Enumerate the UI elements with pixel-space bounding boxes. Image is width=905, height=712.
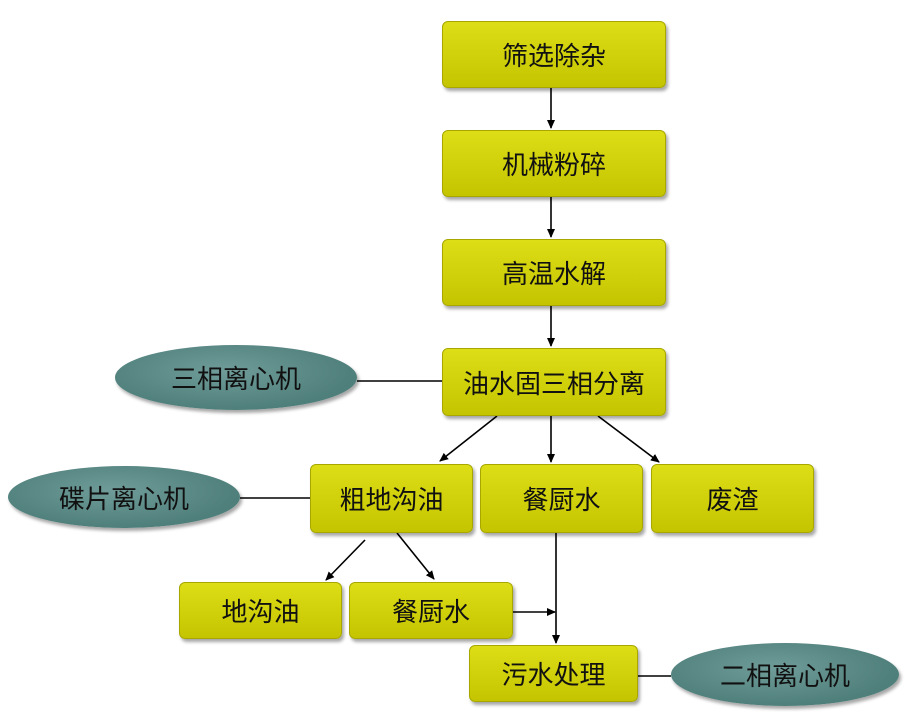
output-kitchen-water: 餐厨水 — [480, 464, 643, 533]
step-three-phase-separation: 油水固三相分离 — [442, 348, 666, 416]
arrow-separation-to-crude-oil — [439, 415, 498, 462]
arrow-crude-to-gutter-oil — [325, 539, 366, 581]
equipment-three-phase-centrifuge: 三相离心机 — [115, 345, 357, 410]
output-crude-gutter-oil: 粗地沟油 — [310, 464, 473, 533]
output-kitchen-water-2: 餐厨水 — [349, 582, 513, 639]
step-crushing: 机械粉碎 — [442, 130, 666, 197]
step-screening: 筛选除杂 — [442, 21, 666, 88]
step-hydrolysis: 高温水解 — [442, 239, 666, 306]
arrow-separation-to-residue — [597, 415, 660, 463]
output-waste-residue: 废渣 — [651, 464, 814, 533]
equipment-disc-centrifuge: 碟片离心机 — [8, 466, 240, 528]
equipment-two-phase-centrifuge: 二相离心机 — [671, 643, 899, 706]
output-gutter-oil: 地沟油 — [179, 582, 342, 639]
step-sewage-treatment: 污水处理 — [469, 645, 638, 702]
arrow-crude-to-kitchen-water-2 — [396, 532, 435, 580]
